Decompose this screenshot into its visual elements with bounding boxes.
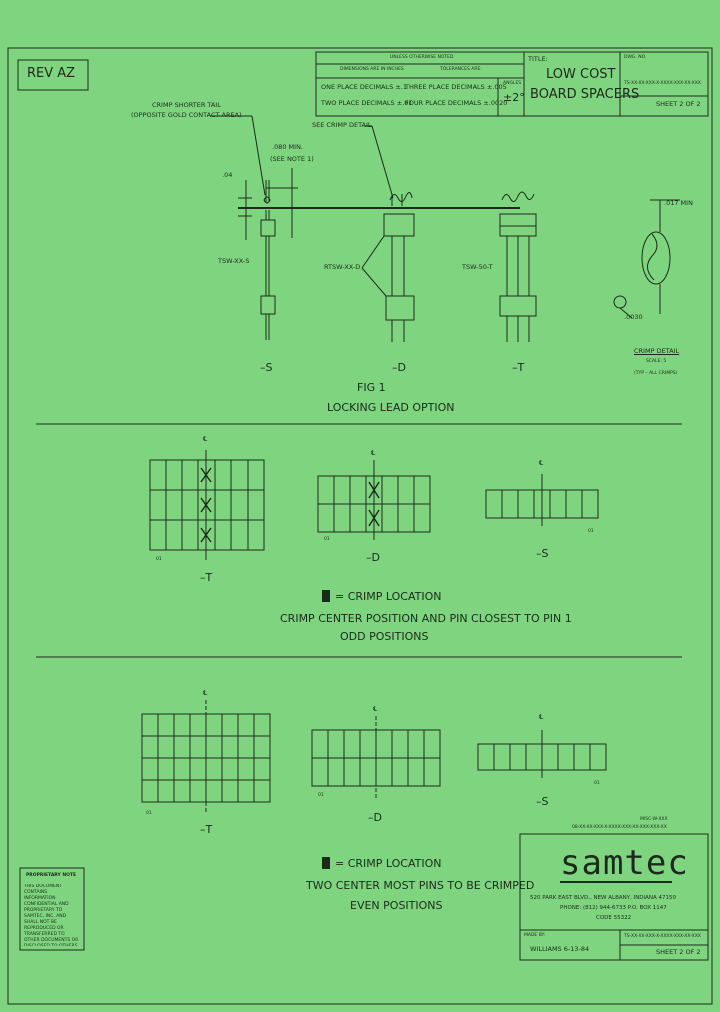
samtec-logo: samtec <box>560 843 689 883</box>
even-s-row <box>477 730 607 778</box>
fig1-d-view <box>361 192 415 342</box>
tsw-t-label: TSW-50-T <box>462 263 493 271</box>
odd-d-grid <box>317 460 431 540</box>
title-line-2: BOARD SPACERS <box>530 87 640 102</box>
even-d-grid <box>311 716 441 798</box>
rev-box <box>17 59 89 91</box>
fig-subtitle: LOCKING LEAD OPTION <box>327 401 455 414</box>
four-place-tol: FOUR PLACE DECIMALS ±.0020 <box>405 99 508 107</box>
odd-t-grid <box>149 450 265 560</box>
misc-number: MISC-W-XXX <box>640 817 668 822</box>
made-by-label: MADE BY: <box>524 933 546 938</box>
even-d-label: –D <box>368 811 382 824</box>
proprietary-body: THIS DOCUMENT CONTAINS INFORMATION CONFI… <box>24 884 79 946</box>
title-block-grid <box>315 51 709 117</box>
even-crimp-key-swatch <box>322 857 330 869</box>
tolerances-label: TOLERANCES ARE: <box>440 67 482 72</box>
dwg-number-bottom: TS-XX-XX-XXX-X-XXXX-XXX-XX-XXX <box>624 934 701 939</box>
proprietary-heading: PROPRIETARY NOTE <box>26 873 77 878</box>
angles-label: ANGLES <box>503 81 522 86</box>
dwg-label: DWG. NO. <box>624 55 647 60</box>
dwg-number: TS-XX-XX-XXX-X-XXXX-XXX-XX-XXX <box>624 81 701 86</box>
crimp-detail-typ: (TYP – ALL CRIMPS) <box>634 371 678 376</box>
even-s-label: –S <box>536 795 549 808</box>
crimp-tail-leader <box>251 115 266 196</box>
fig1-s-view <box>260 180 276 340</box>
view-t-label: –T <box>512 361 525 374</box>
even-line-2: EVEN POSITIONS <box>350 899 443 912</box>
even-d-centerline: ℄ <box>373 705 378 713</box>
view-s-label: –S <box>260 361 273 374</box>
sheet-top: SHEET 2 OF 2 <box>656 100 701 108</box>
dim-080-label: .080 MIN. <box>272 143 303 151</box>
proprietary-box <box>19 867 85 951</box>
even-t-pin1: 01 <box>146 811 152 816</box>
odd-t-label: –T <box>200 571 213 584</box>
crimp-detail-leader <box>371 125 394 199</box>
see-crimp-detail-label: SEE CRIMP DETAIL <box>312 121 372 129</box>
odd-s-row <box>485 474 599 526</box>
sheet-bottom: SHEET 2 OF 2 <box>656 948 701 956</box>
company-block <box>519 833 709 961</box>
odd-line-1: CRIMP CENTER POSITION AND PIN CLOSEST TO… <box>280 612 572 625</box>
rev-label: REV AZ <box>27 66 76 81</box>
rtsw-d-label: RTSW-XX-D <box>324 263 361 271</box>
odd-crimp-markers <box>200 467 380 543</box>
odd-s-label: –S <box>536 547 549 560</box>
three-place-tol: THREE PLACE DECIMALS ±.005 <box>405 83 507 91</box>
sheet-border <box>7 47 713 1005</box>
view-d-label: –D <box>392 361 406 374</box>
odd-s-centerline: ℄ <box>539 459 544 467</box>
dim-04-label: .04 <box>222 171 233 179</box>
even-d-pin1: 01 <box>318 793 324 798</box>
company-code: CODE 55322 <box>596 915 632 921</box>
company-address: 520 PARK EAST BLVD., NEW ALBANY, INDIANA… <box>530 895 677 901</box>
odd-crimp-key-swatch <box>322 590 330 602</box>
even-s-centerline: ℄ <box>539 713 544 721</box>
odd-s-pin1: 01 <box>588 529 594 534</box>
tsw-s-label: TSW-XX-S <box>218 257 250 265</box>
see-note-label: (SEE NOTE 1) <box>270 155 314 163</box>
one-place-tol: ONE PLACE DECIMALS ±.1 <box>321 83 407 91</box>
even-s-pin1: 01 <box>594 781 600 786</box>
dimensions-label: DIMENSIONS ARE IN INCHES <box>340 67 404 72</box>
odd-t-centerline: ℄ <box>203 435 208 443</box>
odd-line-2: ODD POSITIONS <box>340 630 429 643</box>
even-line-1: TWO CENTER MOST PINS TO BE CRIMPED <box>306 879 535 892</box>
misc-detail: 08-XX-XX-XXX-X-XXXX-XXX-XX-XXX-XXX-XX <box>572 825 667 830</box>
crimp-shorter-tail-label: CRIMP SHORTER TAIL <box>152 101 221 109</box>
even-crimp-key-label: = CRIMP LOCATION <box>335 857 442 870</box>
even-t-label: –T <box>200 823 213 836</box>
tolerance-header: UNLESS OTHERWISE NOTED <box>390 55 454 60</box>
angles-value: ±2° <box>503 91 525 104</box>
two-place-tol: TWO PLACE DECIMALS ±.01 <box>321 99 413 107</box>
odd-crimp-key-label: = CRIMP LOCATION <box>335 590 442 603</box>
dim-0030-label: .0030 <box>624 313 643 321</box>
company-phone: PHONE: (812) 944-6733 P.O. BOX 1147 <box>560 905 667 911</box>
even-t-centerline: ℄ <box>203 689 208 697</box>
odd-d-centerline: ℄ <box>371 449 376 457</box>
opposite-gold-label: (OPPOSITE GOLD CONTACT AREA) <box>131 111 242 119</box>
crimp-detail-drawing <box>613 199 680 319</box>
dim-017-label: .017 MIN <box>664 199 693 207</box>
title-label: TITLE: <box>528 55 548 63</box>
fig1-t-view <box>499 191 537 342</box>
title-line-1: LOW COST <box>546 67 616 82</box>
crimp-detail-scale: SCALE: 5 <box>646 359 667 364</box>
made-by-value: WILLIAMS 6-13-84 <box>530 945 590 953</box>
odd-t-pin1: 01 <box>156 557 162 562</box>
odd-d-pin1: 01 <box>324 537 330 542</box>
odd-d-label: –D <box>366 551 380 564</box>
even-t-grid <box>141 700 271 812</box>
fig-title: FIG 1 <box>357 381 386 394</box>
crimp-detail-title: CRIMP DETAIL <box>634 347 680 355</box>
